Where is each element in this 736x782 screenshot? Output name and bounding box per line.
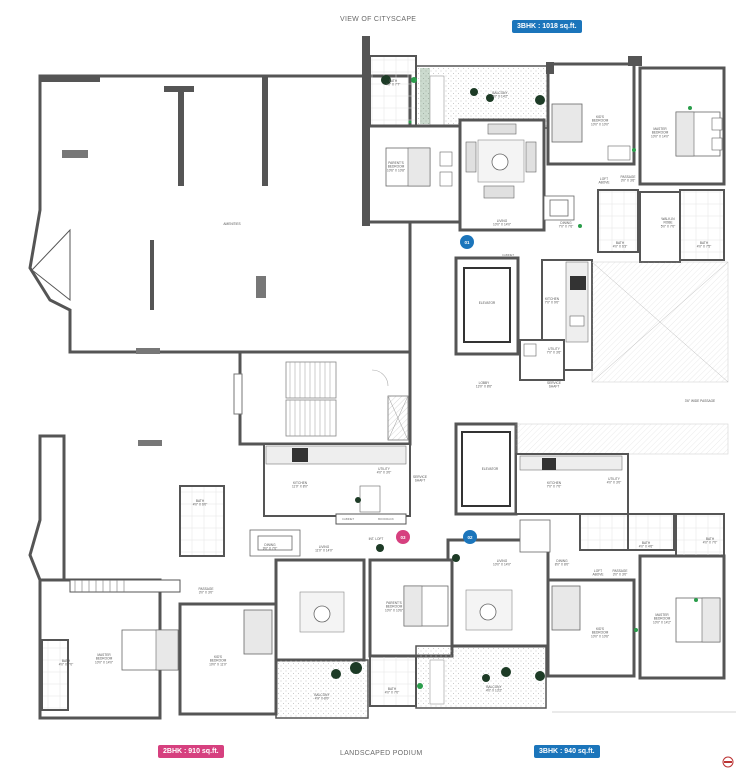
unit-marker-03: 03 — [396, 530, 410, 544]
top-caption: VIEW OF CITYSCAPE — [340, 16, 417, 23]
label-elevator-1: ELEVATOR — [479, 301, 496, 305]
unit-02 — [368, 422, 736, 713]
label-cabinet-01: CABINET — [502, 253, 514, 257]
label-elevator-2: ELEVATOR — [482, 467, 499, 471]
label-cabinet: CABINET — [342, 517, 354, 521]
unit-marker-03-dot — [396, 530, 410, 544]
label-bookrack: BOOKRACK — [378, 517, 394, 521]
unit-marker-01: 01 — [460, 235, 474, 249]
unit-marker-01-dot — [460, 235, 474, 249]
unit-tag-2bhk-910: 2BHK : 910 sq.ft. — [158, 745, 224, 758]
corner-logo-icon — [722, 756, 734, 768]
unit-01 — [362, 36, 729, 383]
label-shaft-passage: 3'6" WIDE PASSAGE — [685, 399, 715, 403]
unit-marker-03-label: 03 — [400, 535, 406, 540]
unit-marker-02: 02 — [463, 530, 477, 544]
bottom-caption: LANDSCAPED PODIUM — [340, 750, 423, 757]
unit-marker-01-label: 01 — [464, 240, 470, 245]
unit-marker-02-label: 02 — [467, 535, 473, 540]
unit-marker-02-dot — [463, 530, 477, 544]
plant-accents — [408, 77, 698, 689]
unit-tag-3bhk-1018: 3BHK : 1018 sq.ft. — [512, 20, 582, 33]
label-amenities: AMENITIES — [223, 222, 240, 226]
amenities-block — [28, 74, 412, 354]
unit-03 — [28, 434, 411, 720]
label-loft-03: INT. LOFT — [369, 537, 384, 541]
plants — [331, 75, 545, 682]
staircase-block — [138, 350, 412, 446]
unit-tag-3bhk-940: 3BHK : 940 sq.ft. — [534, 745, 600, 758]
